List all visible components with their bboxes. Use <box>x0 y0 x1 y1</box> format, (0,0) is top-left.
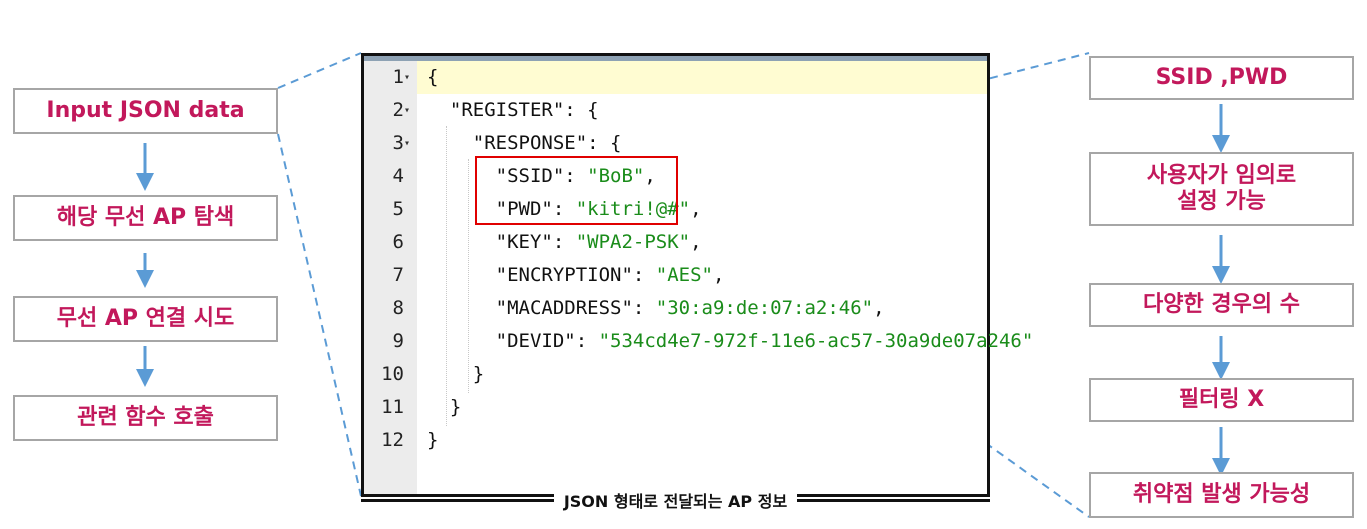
json-string-value: "BoB" <box>587 165 645 187</box>
line-number: 10 <box>381 363 404 385</box>
code-text: "MACADDRESS": "30:a9:de:07:a2:46", <box>427 292 885 325</box>
line-number: 3 <box>392 132 404 154</box>
json-string-value: "534cd4e7-972f-11e6-ac57-30a9de07a246" <box>598 330 1034 352</box>
json-key: "MACADDRESS": <box>427 297 656 319</box>
json-punctuation: , <box>690 231 702 253</box>
json-string-value: "30:a9:de:07:a2:46" <box>655 297 874 319</box>
line-number: 1 <box>392 66 404 88</box>
code-line: 5 "PWD": "kitri!@#", <box>364 193 984 226</box>
code-text: } <box>427 429 439 451</box>
editor-top-bar <box>364 56 987 61</box>
line-number: 7 <box>392 264 404 286</box>
json-punctuation: , <box>712 264 725 286</box>
code-line: 9 "DEVID": "534cd4e7-972f-11e6-ac57-30a9… <box>364 325 1034 358</box>
left-step-call-function: 관련 함수 호출 <box>13 395 278 441</box>
code-text: "REGISTER": { <box>427 99 599 121</box>
code-text: "DEVID": "534cd4e7-972f-11e6-ac57-30a9de… <box>427 325 1034 358</box>
code-line: 1▾ { <box>364 61 984 94</box>
code-line: 10 } <box>364 358 984 391</box>
right-step-no-filtering: 필터링 X <box>1089 378 1354 422</box>
code-text: "PWD": "kitri!@#", <box>427 193 702 226</box>
line-number: 8 <box>392 297 404 319</box>
json-code-editor: 1▾{2▾ "REGISTER": {3▾ "RESPONSE": {4 "SS… <box>361 53 1034 497</box>
code-line: 6 "KEY": "WPA2-PSK", <box>364 226 984 259</box>
code-line: 2▾ "REGISTER": { <box>364 94 984 127</box>
json-string-value: "WPA2-PSK" <box>575 231 691 253</box>
line-number: 6 <box>392 231 404 253</box>
code-text: } <box>427 363 485 385</box>
json-string-value: "kitri!@#" <box>575 198 691 220</box>
json-key: "SSID": <box>427 165 588 187</box>
right-step-many-cases: 다양한 경우의 수 <box>1089 283 1354 327</box>
fold-toggle-icon[interactable]: ▾ <box>404 138 411 149</box>
json-key: "DEVID": <box>427 330 599 352</box>
line-number: 5 <box>392 198 404 220</box>
line-number: 11 <box>381 396 404 418</box>
line-number: 4 <box>392 165 404 187</box>
json-key: "KEY": <box>427 231 576 253</box>
json-punctuation: , <box>644 165 656 187</box>
code-text: } <box>427 396 462 418</box>
indent-guide <box>468 159 469 393</box>
json-string-value: "AES" <box>655 264 713 286</box>
code-line: 7 "ENCRYPTION": "AES", <box>364 259 984 292</box>
line-number: 2 <box>392 99 404 121</box>
left-step-connect-ap: 무선 AP 연결 시도 <box>13 296 278 342</box>
fold-toggle-icon[interactable]: ▾ <box>404 72 411 83</box>
code-text: { <box>427 66 439 88</box>
code-line: 11 } <box>364 391 984 424</box>
code-text: "KEY": "WPA2-PSK", <box>427 226 702 259</box>
json-punctuation: , <box>873 297 885 319</box>
code-line: 4 "SSID": "BoB", <box>364 160 984 193</box>
line-number: 12 <box>381 429 404 451</box>
json-punctuation: , <box>690 198 702 220</box>
json-key: "ENCRYPTION": <box>427 264 656 286</box>
code-text: "ENCRYPTION": "AES", <box>427 259 725 292</box>
line-number: 9 <box>392 330 404 352</box>
right-step-user-configurable: 사용자가 임의로 설정 가능 <box>1089 152 1354 226</box>
line-number-gutter <box>364 61 417 494</box>
fold-toggle-icon[interactable]: ▾ <box>404 105 411 116</box>
zoom-line-left-bottom <box>277 133 362 497</box>
zoom-line-left-top <box>277 52 362 89</box>
code-text: "RESPONSE": { <box>427 132 622 154</box>
ssid-pwd-highlight-box <box>475 156 678 225</box>
left-step-input-json: Input JSON data <box>13 88 278 134</box>
code-line: 3▾ "RESPONSE": { <box>364 127 984 160</box>
indent-guide <box>446 126 447 426</box>
caption-text: JSON 형태로 전달되는 AP 정보 <box>553 492 798 511</box>
json-key: "PWD": <box>427 198 576 220</box>
code-line: 12} <box>364 424 984 457</box>
current-line-highlight <box>417 61 987 94</box>
left-step-search-ap: 해당 무선 AP 탐색 <box>13 195 278 241</box>
right-step-ssid-pwd: SSID ,PWD <box>1089 56 1354 100</box>
editor-caption: JSON 형태로 전달되는 AP 정보 <box>361 488 990 512</box>
code-text: "SSID": "BoB", <box>427 160 656 193</box>
code-line: 8 "MACADDRESS": "30:a9:de:07:a2:46", <box>364 292 984 325</box>
right-step-vulnerability: 취약점 발생 가능성 <box>1089 472 1354 518</box>
